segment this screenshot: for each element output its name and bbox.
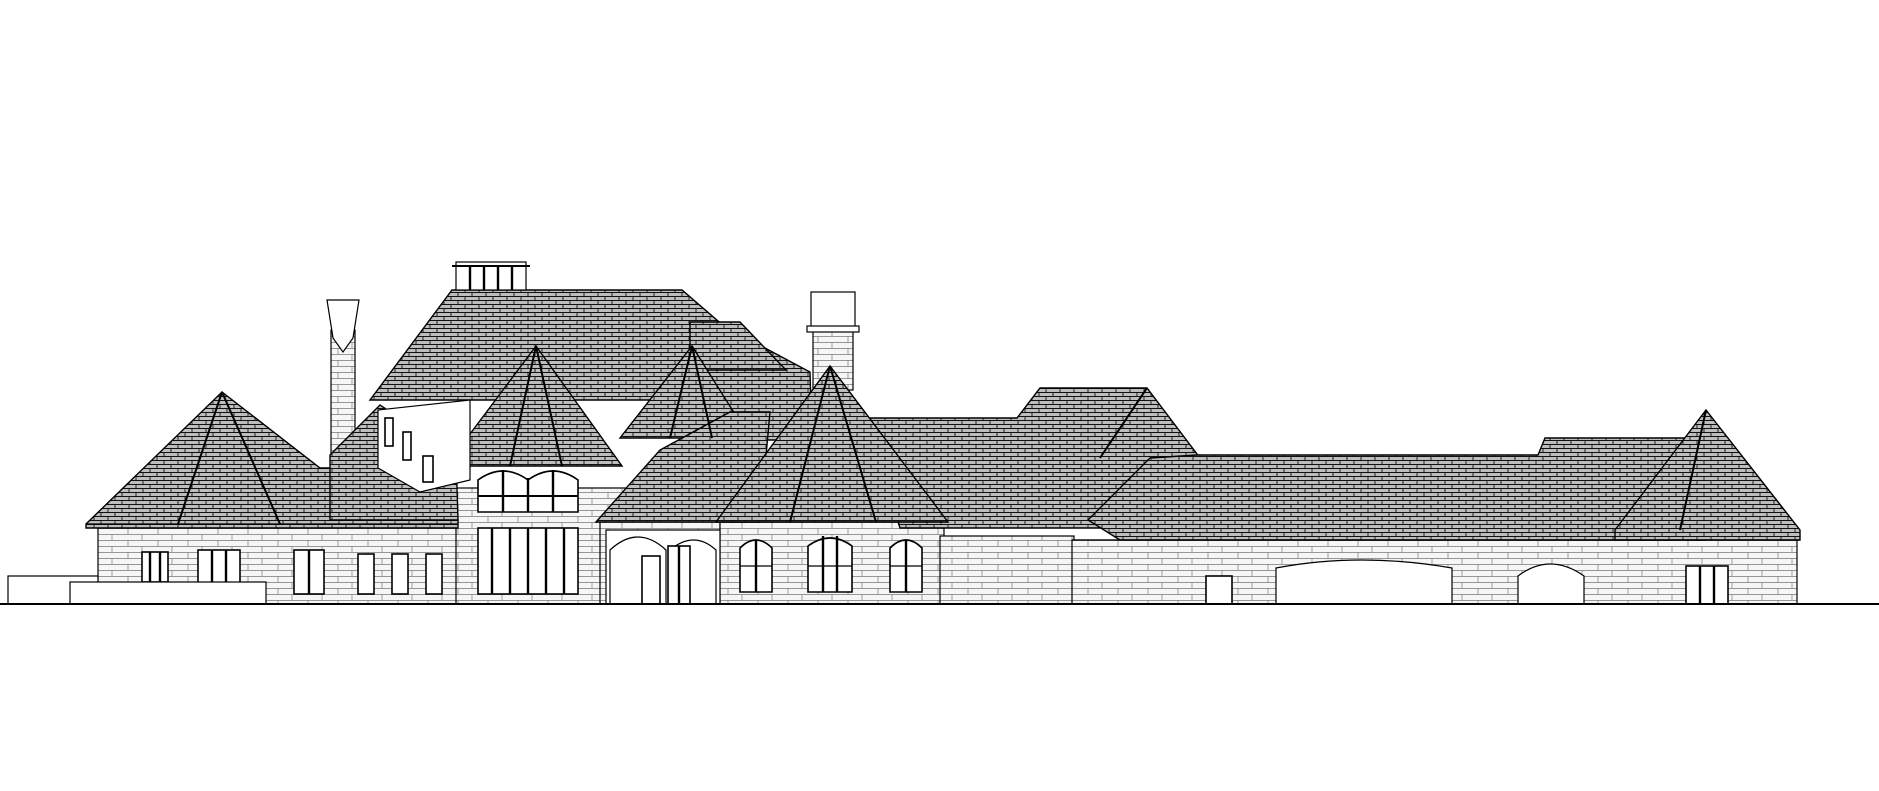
stucco-wall-section bbox=[377, 399, 471, 493]
right-tower-windows bbox=[739, 536, 923, 593]
garden-wall bbox=[7, 575, 267, 605]
garage-wing-openings bbox=[1205, 559, 1729, 605]
roof-tower-left bbox=[444, 344, 624, 467]
roof-widow-walk bbox=[452, 261, 530, 291]
left-wing-windows bbox=[141, 549, 443, 595]
roof-hip-lines bbox=[86, 345, 1800, 541]
roof-far-right-gable bbox=[1614, 408, 1801, 541]
tower-grand-window bbox=[477, 470, 579, 595]
entry-porch bbox=[605, 529, 721, 605]
